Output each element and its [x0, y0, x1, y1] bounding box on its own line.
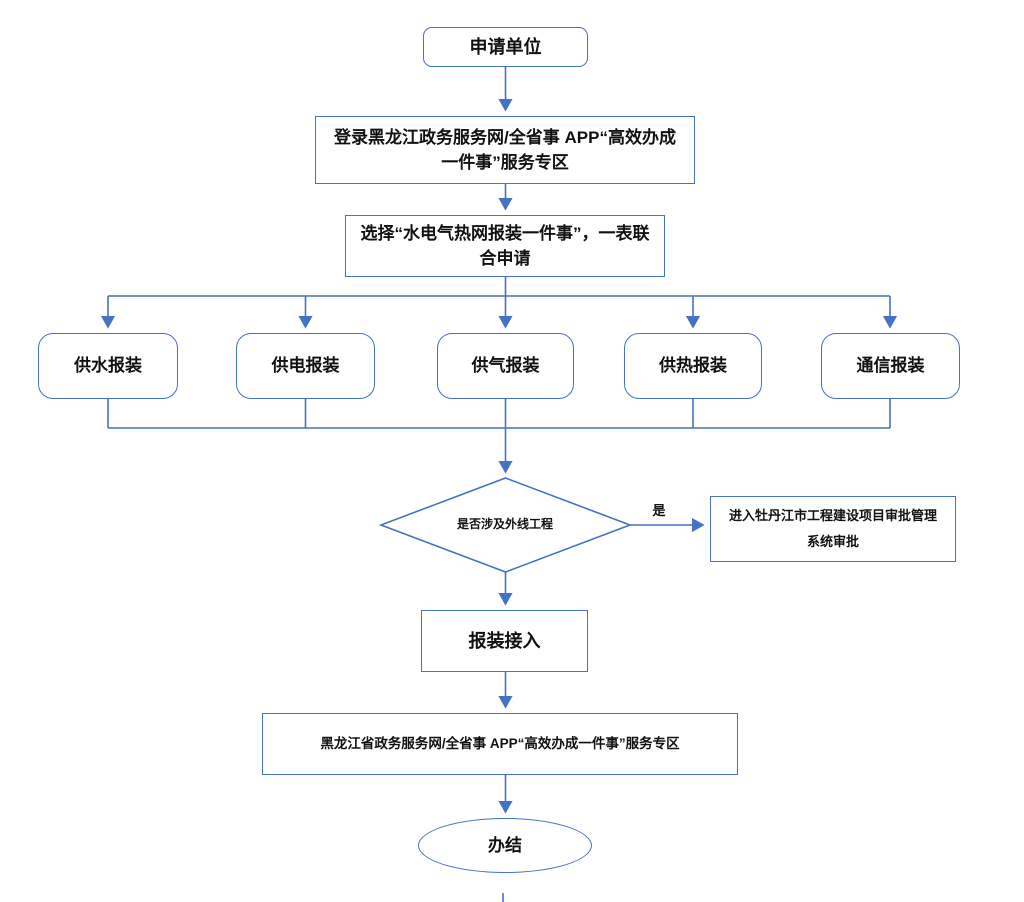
- node-start: 申请单位: [423, 27, 588, 67]
- node-gas-label: 供气报装: [471, 356, 540, 376]
- node-electric-label: 供电报装: [271, 356, 340, 376]
- node-decision-label: 是否涉及外线工程: [456, 517, 553, 531]
- node-login-portal: 登录黑龙江政务服务网/全省事 APP“高效办成一件事”服务专区: [315, 116, 695, 184]
- node-end-label: 办结: [488, 835, 522, 855]
- node-portal-label: 黑龙江省政务服务网/全省事 APP“高效办成一件事”服务专区: [320, 735, 680, 751]
- edge-label-yes: 是: [652, 503, 666, 518]
- node-telecom-connection: 通信报装: [821, 333, 960, 399]
- node-login-label: 登录黑龙江政务服务网/全省事 APP“高效办成一件事”服务专区: [334, 127, 676, 173]
- node-telecom-label: 通信报装: [856, 356, 925, 376]
- node-gas-connection: 供气报装: [437, 333, 574, 399]
- node-connection-access: 报装接入: [421, 610, 588, 672]
- node-start-label: 申请单位: [469, 36, 542, 57]
- node-heat-connection: 供热报装: [624, 333, 762, 399]
- node-water-label: 供水报装: [74, 356, 142, 376]
- node-approval-system: 进入牡丹江市工程建设项目审批管理系统审批: [710, 496, 956, 562]
- node-end: 办结: [418, 818, 592, 873]
- node-service-portal: 黑龙江省政务服务网/全省事 APP“高效办成一件事”服务专区: [262, 713, 738, 775]
- node-water-connection: 供水报装: [38, 333, 178, 399]
- node-approval-label: 进入牡丹江市工程建设项目审批管理系统审批: [728, 508, 937, 549]
- node-select-label: 选择“水电气热网报装一件事”，一表联合申请: [360, 223, 650, 269]
- node-heat-label: 供热报装: [659, 356, 727, 376]
- node-connect-label: 报装接入: [468, 630, 541, 651]
- node-select-service: 选择“水电气热网报装一件事”，一表联合申请: [345, 215, 665, 277]
- node-electric-connection: 供电报装: [236, 333, 375, 399]
